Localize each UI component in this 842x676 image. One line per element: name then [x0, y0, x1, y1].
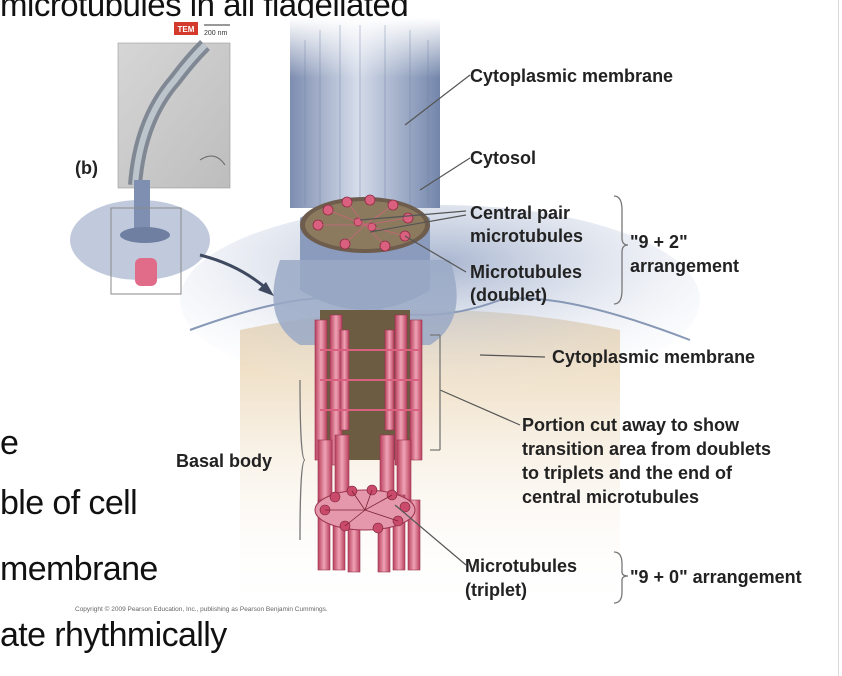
triplet-cross-section	[314, 484, 416, 534]
label-cytosol: Cytosol	[470, 148, 536, 168]
label-cytoplasmic-membrane-bottom: Cytoplasmic membrane	[552, 347, 755, 367]
label-microtubules-doublet-2: (doublet)	[470, 285, 547, 305]
copyright-note: Copyright © 2009 Pearson Education, Inc.…	[75, 605, 328, 613]
label-central-pair-1: Central pair	[470, 203, 570, 223]
tem-badge: TEM	[178, 25, 195, 34]
cell-surface-inset	[70, 180, 210, 286]
bullet-3: membrane	[0, 550, 158, 588]
label-portion-2: transition area from doublets	[522, 439, 771, 459]
label-portion-1: Portion cut away to show	[522, 415, 740, 435]
label-microtubules-triplet-2: (triplet)	[465, 580, 527, 600]
label-central-pair-2: microtubules	[470, 226, 583, 246]
brackets	[299, 195, 629, 604]
slide-title-fragment: microtubules in all flagellated	[0, 0, 409, 23]
zoom-arrow-head	[258, 282, 274, 296]
rod-crosslinks	[320, 349, 420, 411]
bullet-1: e	[0, 424, 19, 462]
label-basal-body: Basal body	[176, 451, 272, 471]
label-portion-4: central microtubules	[522, 487, 699, 507]
page-edge-divider	[838, 0, 839, 676]
label-microtubules-triplet-1: Microtubules	[465, 556, 577, 576]
bullet-4: ate rhythmically	[0, 616, 227, 654]
shaft-fade	[290, 18, 440, 78]
scale-bar-label: 200 nm	[204, 30, 228, 37]
inset-selection-box	[110, 207, 182, 295]
tem-micrograph-inset	[117, 40, 231, 189]
label-cytoplasmic-membrane-top: Cytoplasmic membrane	[470, 66, 673, 86]
label-9-2-line2: arrangement	[630, 256, 739, 276]
label-portion-3: to triplets and the end of	[522, 463, 733, 483]
label-microtubules-doublet-1: Microtubules	[470, 262, 582, 282]
leader-lines	[359, 74, 546, 566]
shaft-striations	[304, 25, 429, 205]
bullet-2: ble of cell	[0, 484, 138, 522]
panel-label: (b)	[75, 158, 98, 178]
label-9-0: "9 + 0" arrangement	[630, 567, 802, 587]
tem-badge-bg	[174, 22, 198, 35]
label-9-2-line1: "9 + 2"	[630, 232, 688, 252]
